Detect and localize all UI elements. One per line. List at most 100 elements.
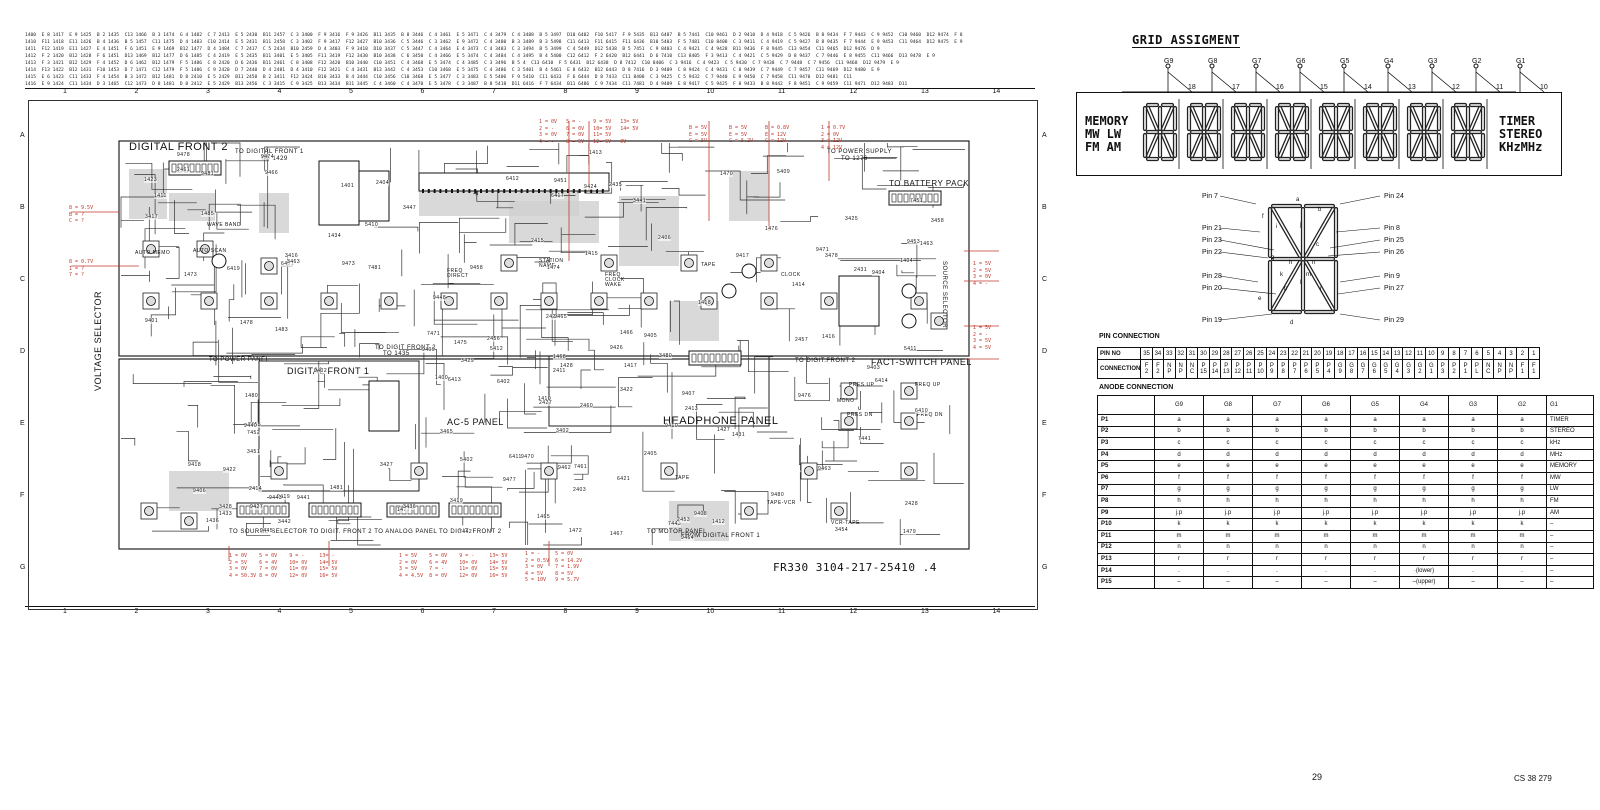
component-label: 7441 [858,436,872,442]
anode-cell: c [1301,437,1351,450]
column-number: 2 [134,608,139,615]
anode-cell: g [1154,483,1204,497]
digit-segment-inner [1323,134,1334,157]
pcb-trace [121,270,150,282]
connection-index: 13 [1222,369,1230,375]
anode-cell: c [1350,437,1400,450]
anode-cell: – [1546,518,1594,531]
component-label: 9401 [145,318,159,324]
component-label: 3441 [633,198,647,204]
anode-cell: j.p [1252,506,1302,520]
voltage-note: 8 = 0.7V 1 = ? 7 = ? [69,259,94,278]
tact-switch-cap [604,258,614,268]
component-label: 1473 [184,272,198,278]
pcb-trace [476,191,515,202]
anode-header-cell: G9 [1154,395,1204,415]
ic-pin [439,189,442,193]
ic-pin [514,189,517,193]
column-number: 4 [277,88,282,95]
row-letter: A [20,132,25,139]
pcb-trace [620,181,668,191]
component-label: 5410 [365,222,379,228]
segment-letter: l [1300,280,1302,286]
button-label: TAPE [675,475,690,481]
segment-letter: g [1271,255,1275,261]
component-label: 2406 [658,235,672,241]
component-label: 6414 [875,378,889,384]
pin-number-cell: 19 [1322,347,1336,360]
column-number: 10 [706,608,715,615]
ic-pin [590,189,593,193]
button-label: WAVE BAND [207,222,241,228]
anode-cell: – [1448,576,1498,589]
connector-pin [721,353,727,363]
component-label: 9448 [433,295,447,301]
connector-pin [897,193,903,203]
board-outline-lower [118,358,970,550]
component-label: 1400 [435,375,449,381]
pcb-trace [899,519,940,545]
connection-index: 7 [1361,369,1365,375]
pcb-trace [736,340,789,373]
tact-switch-cap [764,296,774,306]
anode-cell: e [1203,460,1253,473]
connector-pin [275,505,281,515]
coord-line: 1410 F11 1418 E11 1426 B 4 1436 B 5 1457… [25,40,963,45]
component-label: 3458 [931,218,945,224]
component-label: 9476 [798,393,812,399]
anode-cell: m [1399,529,1449,543]
anode-cell: r [1252,553,1302,566]
anode-header-cell: G7 [1252,395,1302,415]
ic-pin [468,189,471,193]
grid-label: G6 [1296,58,1306,65]
to-digit-front-2-sub: TO 1435 [383,351,410,357]
ic-pin [584,189,587,193]
pcb-trace [132,374,212,384]
component-label: 1417 [624,363,638,369]
anode-cell: . [1350,564,1400,578]
pin-number-cell: 22 [1288,347,1301,360]
component-label: 9478 [177,152,191,158]
pin-number-cell: 5 [1482,347,1495,360]
anode-header-cell: G5 [1350,395,1400,415]
connector-pin [317,505,323,515]
anode-cell: m [1448,529,1498,543]
pin-leader [1327,251,1381,257]
anode-cell: d [1203,448,1253,462]
pcb-trace [529,143,560,165]
pcb-trace [459,217,500,253]
grid-lead-diag [1167,71,1193,93]
connection-type: N [1486,363,1491,369]
pcb-trace [501,303,546,338]
pcb-trace [850,492,884,524]
pin-number-cell: 16 [1356,347,1370,360]
pcb-trace [218,339,258,383]
coord-line: 1400 E 8 1417 E 9 1425 B 2 1435 C13 1466… [25,33,963,38]
connection-type: P [1440,363,1445,369]
segment-letter: h [1289,260,1293,266]
tact-switch-cap [264,261,274,271]
anode-cell: h [1301,495,1351,508]
pcb-trace [524,383,537,415]
tact-switch-cap [324,296,334,306]
pcb-trace [433,291,478,325]
segment-pin-diagram [1219,195,1381,321]
connector-block [448,502,502,518]
connector-pin [353,505,359,515]
connection-index: 9 [1270,369,1274,375]
pin-number-cell: 24 [1265,347,1279,360]
connector-pin [933,193,939,203]
anode-cell: n [1154,541,1204,555]
anode-cell: n [1203,541,1253,555]
transistor [901,313,917,329]
connection-type: P [1235,363,1240,369]
anode-cell: n [1350,541,1400,555]
pcb-trace [281,398,341,407]
pcb-trace [541,302,569,351]
grid-terminal [1517,63,1523,69]
connection-type: P [1224,363,1229,369]
pcb-trace [459,218,507,233]
